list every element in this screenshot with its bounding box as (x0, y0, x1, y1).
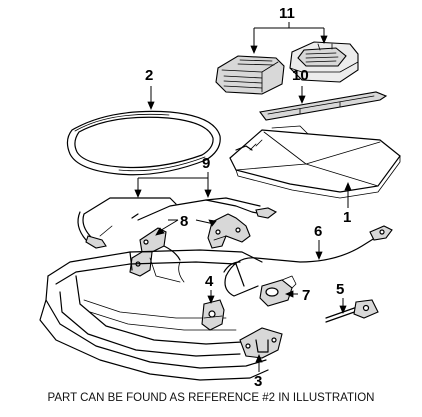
stop-lamp-housing-left (215, 55, 285, 95)
callout-4: 4 (205, 273, 214, 290)
trunk-latch (201, 299, 225, 331)
latch-striker (239, 327, 283, 359)
release-cable (223, 225, 393, 297)
callout-8-leader (155, 219, 217, 236)
callout-2: 2 (145, 67, 153, 84)
callout-8: 8 (180, 213, 188, 230)
callout-10: 10 (292, 67, 309, 84)
callout-5: 5 (336, 281, 344, 298)
callout-9-leader (134, 172, 212, 199)
weatherstrip-seal (66, 110, 221, 176)
callout-1: 1 (343, 209, 351, 226)
callout-11: 11 (279, 5, 295, 22)
callout-9: 9 (202, 155, 210, 172)
callout-6: 6 (314, 223, 322, 240)
spoiler-strip (259, 91, 388, 121)
callout-7: 7 (302, 287, 310, 304)
callout-3: 3 (254, 373, 262, 390)
trunk-lid (229, 125, 401, 199)
callout-11-leader (250, 22, 328, 55)
release-actuator (325, 299, 379, 323)
stop-lamp-housing-right (289, 41, 359, 83)
illustration-caption: PART CAN BE FOUND AS REFERENCE #2 IN ILL… (47, 392, 375, 404)
hinge-right (207, 213, 251, 249)
lock-cylinder (259, 275, 297, 307)
trunk-body (39, 249, 269, 381)
torsion-bars (77, 197, 278, 249)
